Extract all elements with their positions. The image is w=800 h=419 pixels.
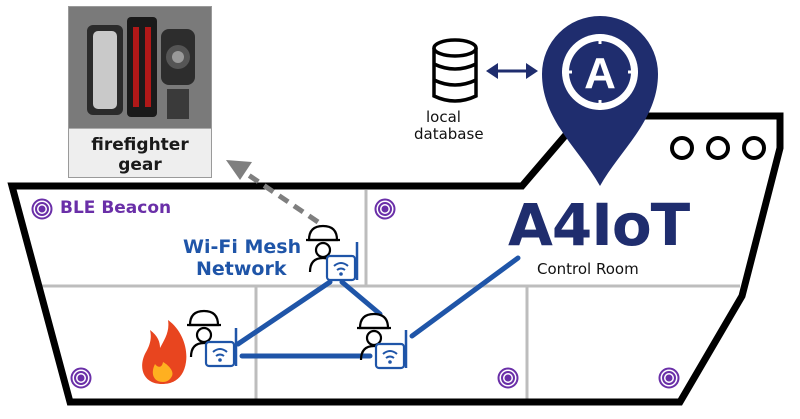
- mesh-links: [235, 255, 521, 359]
- gear-illustration: [69, 7, 211, 129]
- ble-beacons: [31, 198, 680, 389]
- porthole: [670, 136, 694, 160]
- porthole: [742, 136, 766, 160]
- sync-arrow-icon: [486, 63, 538, 79]
- database-icon: [432, 38, 478, 103]
- ble-beacon-icon: [31, 198, 53, 220]
- brand-title: A4IoT: [508, 191, 690, 259]
- room-dividers: [42, 190, 740, 402]
- ble-beacon-icon: [70, 367, 92, 389]
- porthole: [706, 136, 730, 160]
- firefighter-icon: [187, 309, 221, 358]
- mesh-network-label-line1: Wi-Fi Mesh: [183, 236, 302, 258]
- mesh-link: [235, 279, 333, 347]
- gear-caption-line2: gear: [118, 155, 162, 175]
- database-label-line1: local: [426, 108, 461, 126]
- gear-caption-line1: firefighter: [91, 135, 189, 155]
- mesh-link: [409, 255, 521, 339]
- mesh-network-label-line2: Network: [196, 258, 287, 280]
- wifi-router-icon: [325, 242, 359, 282]
- ble-beacon-icon: [658, 367, 680, 389]
- pin-letter: A: [584, 49, 616, 98]
- wifi-router-icon: [204, 328, 238, 368]
- ship-hull: [7, 112, 784, 406]
- data-flow-arrow: [226, 160, 320, 225]
- database-label-line2: database: [414, 125, 484, 143]
- portholes: [670, 136, 766, 160]
- gear-photo-caption: firefighter gear: [69, 128, 211, 177]
- mesh-link: [339, 279, 383, 317]
- firefighter-icon: [357, 312, 391, 361]
- ble-beacon-icon: [497, 367, 519, 389]
- fire-icon: [142, 320, 187, 384]
- ble-beacon-label: BLE Beacon: [60, 198, 172, 218]
- control-room-label: Control Room: [537, 260, 639, 278]
- firefighter-gear-photo: firefighter gear: [68, 6, 212, 178]
- firefighter-icon: [306, 224, 340, 273]
- ble-beacon-icon: [374, 198, 396, 220]
- location-pin-icon: [542, 16, 658, 186]
- wifi-router-icon: [374, 330, 408, 370]
